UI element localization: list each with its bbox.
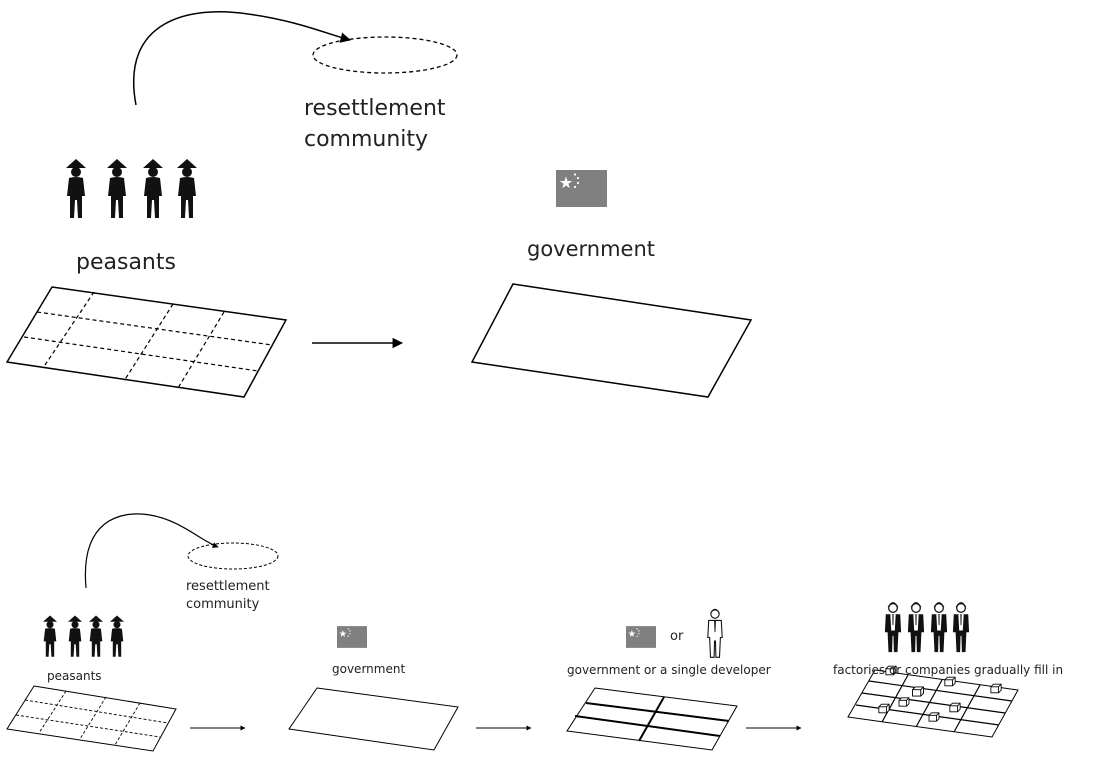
peasant-figure-icon: [177, 159, 197, 218]
peasant-figure-icon: [110, 615, 124, 657]
stage-3-land-plot: [566, 687, 738, 751]
peasants-label: peasants: [76, 250, 176, 275]
businessman-figure-icon: [930, 601, 948, 653]
stage-1-land-plot: [6, 685, 177, 752]
peasant-figure-icon: [107, 159, 127, 218]
businessman-figure-icon: [707, 608, 723, 658]
resettlement-community-ellipse-small: [187, 542, 279, 570]
peasant-figure-icon: [43, 615, 57, 657]
unified-land-plot: [470, 283, 753, 398]
businessman-figure-icon: [884, 601, 902, 653]
relocation-arrow: [133, 11, 352, 106]
or-label: or: [670, 629, 684, 644]
china-flag-icon: [626, 626, 656, 648]
peasant-figure-icon: [143, 159, 163, 218]
worker-group: [884, 601, 970, 653]
resettlement-community-ellipse: [312, 36, 458, 74]
peasant-figure-icon: [89, 615, 103, 657]
peasants-label-small: peasants: [47, 669, 102, 683]
peasant-figure-icon: [68, 615, 82, 657]
subdivided-land-plot: [5, 286, 288, 398]
resettlement-label-line-2: community: [304, 127, 429, 152]
resettlement-label-line-1: resettlement: [304, 96, 446, 121]
factories-label: factories or companies gradually fill in: [833, 663, 1064, 677]
bottom-panel: [6, 513, 1019, 752]
peasant-group: [66, 159, 197, 218]
businessman-figure-icon: [907, 601, 925, 653]
peasant-figure-icon: [66, 159, 86, 218]
resettlement-label-small-line-1: resettlement: [186, 579, 270, 594]
china-flag-icon: [556, 170, 607, 207]
stage-4-land-plot: [847, 665, 1019, 738]
developer-label: government or a single developer: [567, 663, 771, 677]
peasant-group-small: [43, 615, 124, 657]
resettlement-label-small-line-2: community: [186, 597, 260, 612]
stage-2-land-plot: [288, 687, 459, 751]
businessman-figure-icon: [952, 601, 970, 653]
top-panel: [5, 11, 753, 398]
government-label: government: [527, 237, 656, 261]
china-flag-icon: [337, 626, 367, 648]
government-label-small: government: [332, 662, 406, 676]
relocation-arrow-small: [84, 513, 219, 589]
